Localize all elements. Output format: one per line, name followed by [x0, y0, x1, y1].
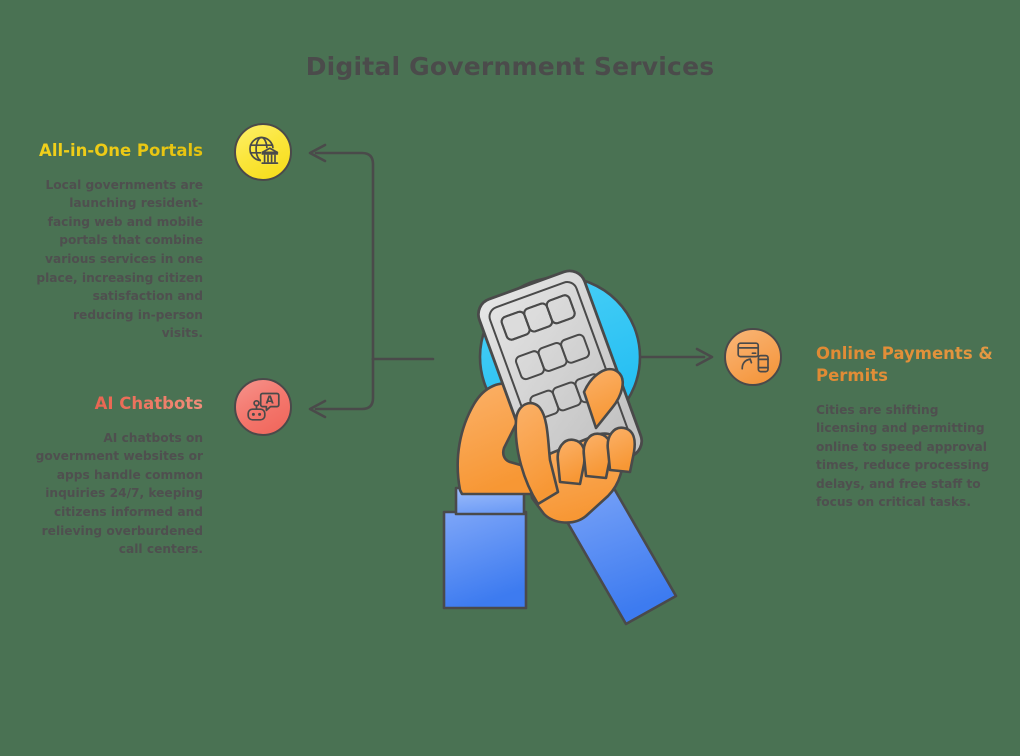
hands-holding-smartphone-illustration — [442, 269, 678, 626]
section-chatbots: AI Chatbots AI chatbots on government we… — [28, 393, 203, 559]
section-body-chatbots: AI chatbots on government websites or ap… — [35, 430, 203, 557]
credit-card-glyph — [737, 342, 760, 358]
connector-to-portals — [314, 151, 375, 361]
globe-government-building-icon — [249, 136, 279, 165]
section-payments: Online Payments & Permits Cities are shi… — [816, 343, 996, 512]
chat-bubble-glyph: A — [259, 392, 280, 412]
icon-badge-payments[interactable] — [724, 328, 782, 386]
mobile-phone-glyph — [757, 354, 769, 373]
arrowhead-chatbots — [308, 399, 327, 419]
connector-to-chatbots — [314, 357, 375, 411]
payment-arrow-glyph — [741, 358, 753, 370]
icon-badge-portals[interactable] — [234, 123, 292, 181]
left-forearm-sleeve — [442, 486, 528, 610]
icon-badge-chatbots[interactable]: A — [234, 378, 292, 436]
robot-head-glyph — [247, 399, 266, 421]
app-icon-grid — [500, 294, 605, 420]
robot-chat-bubble-icon: A — [247, 392, 280, 421]
section-body-portals: Local governments are launching resident… — [36, 177, 203, 341]
section-heading-chatbots: AI Chatbots — [28, 393, 203, 415]
section-heading-payments: Online Payments & Permits — [816, 343, 996, 387]
credit-card-mobile-payment-icon — [737, 342, 769, 373]
government-building-glyph — [261, 147, 279, 165]
section-portals: All-in-One Portals Local governments are… — [28, 140, 203, 343]
arrowhead-portals — [308, 143, 327, 163]
right-hand — [514, 367, 636, 524]
svg-text:A: A — [266, 395, 275, 407]
section-heading-portals: All-in-One Portals — [28, 140, 203, 162]
page-title: Digital Government Services — [305, 52, 715, 81]
section-body-payments: Cities are shifting licensing and permit… — [816, 402, 990, 510]
